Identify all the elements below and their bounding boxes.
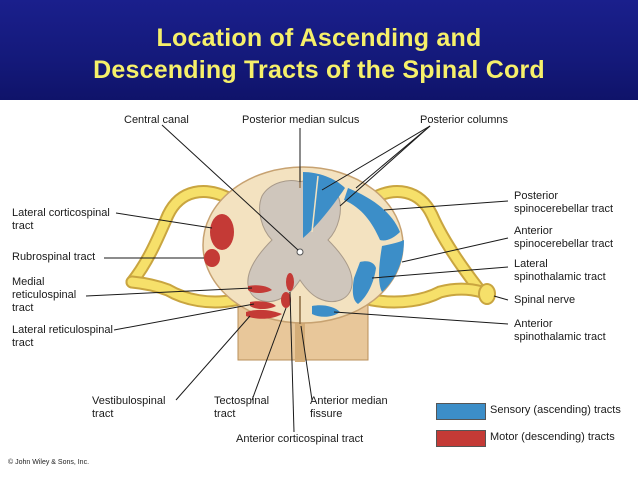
label-rubrospinal: Rubrospinal tract [12,251,96,263]
lateral-spinothalamic-tract [352,261,376,304]
legend-sensory-swatch [436,403,486,420]
label-spinal-nerve: Spinal nerve [514,294,576,306]
lateral-corticospinal-tract [210,214,234,250]
label-lateral-corticospinal-1: Lateral corticospinal [12,207,110,219]
label-vestibulospinal-2: tract [92,408,114,420]
central-canal [296,248,304,256]
copyright-text: © John Wiley & Sons, Inc. [8,459,90,466]
nerve-right-upper-fill [365,187,483,293]
label-medial-reticulospinal-1: Medial [12,276,45,288]
posterior-columns-divider [311,175,319,233]
spinal-nerve-end [478,283,496,305]
posterior-spinocerebellar-tract [344,188,400,241]
label-anterior-spinothalamic-2: spinothalamic tract [514,331,606,343]
title-bar: Location of Ascending and Descending Tra… [0,0,638,100]
label-anterior-spinothalamic-1: Anterior [514,318,553,330]
nerve-left-upper-fill [127,187,237,287]
label-tectospinal-2: tract [214,408,236,420]
vestibulospinal-tract [246,309,282,319]
legend-sensory-label: Sensory (ascending) tracts [490,404,621,416]
label-lateral-corticospinal-2: tract [12,220,34,232]
label-lateral-reticulospinal-1: Lateral reticulospinal [12,324,113,336]
label-medial-reticulospinal-3: tract [12,302,34,314]
legend-motor-label: Motor (descending) tracts [490,431,615,443]
title-line-1: Location of Ascending and [156,24,482,52]
label-medial-reticulospinal-2: reticulospinal [12,289,77,301]
medial-reticulospinal-tract [248,285,272,293]
label-central-canal: Central canal [124,114,189,126]
label-tectospinal-1: Tectospinal [214,395,270,407]
anterior-spinothalamic-tract [312,305,340,317]
anterior-corticospinal-tract [286,273,294,291]
label-anterior-spinocerebellar-1: Anterior [514,225,553,237]
legend-motor-swatch [436,430,486,447]
leader-lines [85,124,509,433]
rubrospinal-tract [204,249,220,267]
anterior-spinocerebellar-tract [379,240,404,292]
label-lateral-spinothalamic-1: Lateral [514,258,548,270]
nerve-right-lower-fill [367,284,487,307]
lateral-reticulospinal-tract [250,301,276,309]
label-posterior-spinocerebellar-1: Posterior [514,190,559,202]
label-lateral-reticulospinal-2: tract [12,337,34,349]
tectospinal-tract [281,292,291,308]
title-line-2: Descending Tracts of the Spinal Cord [93,56,545,84]
nerve-left-lower-fill [127,277,240,307]
label-anterior-corticospinal: Anterior corticospinal tract [236,433,364,445]
label-vestibulospinal-1: Vestibulospinal [92,395,166,407]
label-posterior-columns: Posterior columns [420,114,509,126]
label-posterior-spinocerebellar-2: spinocerebellar tract [514,203,614,215]
label-anterior-median-fissure-1: Anterior median [310,395,388,407]
label-anterior-median-fissure-2: fissure [310,408,343,420]
cord-stump-shade [295,312,305,362]
label-posterior-median-sulcus: Posterior median sulcus [242,114,360,126]
label-anterior-spinocerebellar-2: spinocerebellar tract [514,238,614,250]
label-lateral-spinothalamic-2: spinothalamic tract [514,271,606,283]
